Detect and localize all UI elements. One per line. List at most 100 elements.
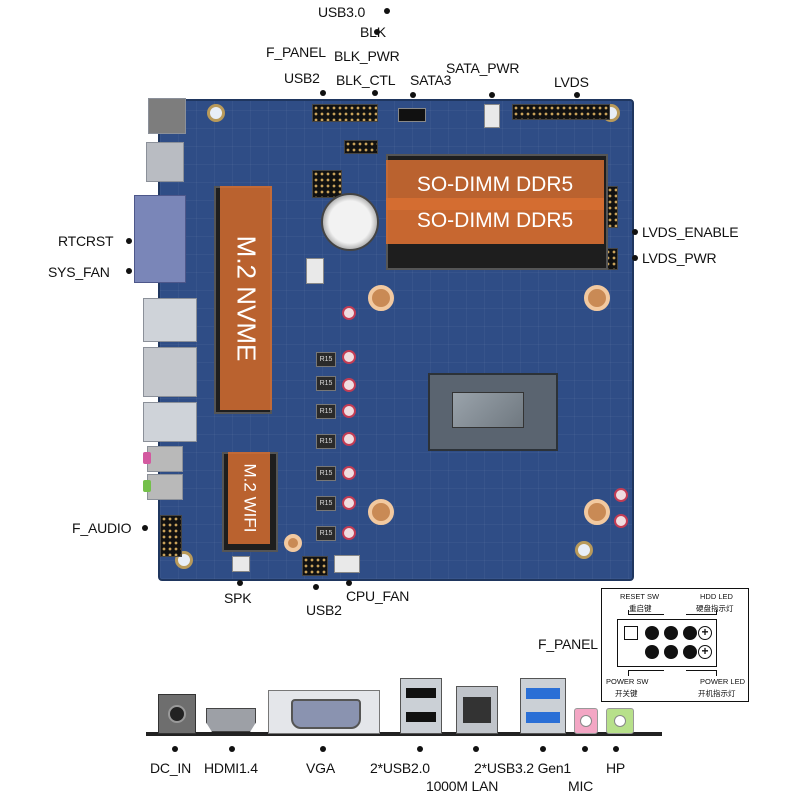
bracket-line xyxy=(628,670,629,676)
m2-wifi-overlay: M.2 WIFI xyxy=(228,452,270,544)
label-hdmi: HDMI1.4 xyxy=(204,760,258,776)
label-usb20: 2*USB2.0 xyxy=(370,760,430,776)
callout-dot xyxy=(372,90,378,96)
lan-port xyxy=(143,347,197,397)
usb-port xyxy=(143,298,197,342)
label-spk: SPK xyxy=(224,590,252,606)
pin xyxy=(683,626,697,640)
choke: R15 xyxy=(316,352,336,367)
f-panel-pinout-box xyxy=(601,588,749,702)
mic-jack-panel xyxy=(574,708,598,734)
label-lvds-pwr: LVDS_PWR xyxy=(642,250,717,266)
label-sata-pwr: SATA_PWR xyxy=(446,60,520,76)
label-usb2-bottom: USB2 xyxy=(306,602,342,618)
bracket-line xyxy=(628,614,664,615)
pin-positive: + xyxy=(698,645,712,659)
callout-dot xyxy=(374,29,380,35)
mounting-hole xyxy=(368,285,394,311)
audio-jack xyxy=(147,446,183,472)
lan-port-panel xyxy=(456,686,498,734)
pin-positive: + xyxy=(698,626,712,640)
choke: R15 xyxy=(316,526,336,541)
sata3-connector xyxy=(398,108,426,122)
bracket-line xyxy=(628,610,629,615)
cmos-battery xyxy=(321,193,379,251)
spk-connector xyxy=(232,556,250,572)
capacitor xyxy=(342,404,356,418)
callout-dot xyxy=(489,92,495,98)
pin xyxy=(664,645,678,659)
usb-port xyxy=(143,402,197,442)
label-dc-in: DC_IN xyxy=(150,760,192,776)
callout-dot xyxy=(346,580,352,586)
bracket-line xyxy=(686,670,716,671)
capacitor xyxy=(342,306,356,320)
label-lan: 1000M LAN xyxy=(426,778,499,794)
hdmi-port xyxy=(146,142,184,182)
label-blk-pwr: BLK_PWR xyxy=(334,48,400,64)
pin xyxy=(683,645,697,659)
label-f-audio: F_AUDIO xyxy=(72,520,132,536)
bracket-line xyxy=(686,614,716,615)
m2-nvme-overlay: M.2 NVME xyxy=(220,186,272,410)
sodimm-overlay-2: SO-DIMM DDR5 xyxy=(386,198,604,244)
io-panel-baseline xyxy=(146,732,662,736)
bracket-line xyxy=(716,610,717,615)
label-blk-ctl: BLK_CTL xyxy=(336,72,396,88)
callout-dot xyxy=(172,746,178,752)
mounting-hole xyxy=(584,285,610,311)
callout-dot xyxy=(320,90,326,96)
lvds-header xyxy=(512,104,610,120)
lvds-jumper xyxy=(606,186,618,228)
label-vga: VGA xyxy=(306,760,335,776)
f-audio-header xyxy=(160,515,182,557)
capacitor xyxy=(342,496,356,510)
hp-jack-color xyxy=(143,480,151,492)
usb2-header xyxy=(344,140,378,154)
callout-dot xyxy=(540,746,546,752)
callout-dot xyxy=(142,525,148,531)
sys-fan-connector xyxy=(306,258,324,284)
capacitor xyxy=(342,350,356,364)
sodimm-label-2: SO-DIMM DDR5 xyxy=(416,209,574,232)
label-mic: MIC xyxy=(568,778,594,794)
choke: R15 xyxy=(316,434,336,449)
sata-pwr-connector xyxy=(484,104,500,128)
choke: R15 xyxy=(316,404,336,419)
mounting-hole xyxy=(368,499,394,525)
callout-dot xyxy=(613,746,619,752)
callout-dot xyxy=(410,92,416,98)
callout-dot xyxy=(229,746,235,752)
sodimm-label-1: SO-DIMM DDR5 xyxy=(416,173,574,196)
callout-dot xyxy=(320,746,326,752)
callout-dot xyxy=(126,238,132,244)
cpu-fan-connector xyxy=(334,555,360,573)
callout-dot xyxy=(632,229,638,235)
capacitor xyxy=(614,514,628,528)
callout-dot xyxy=(582,746,588,752)
mounting-hole xyxy=(207,104,225,122)
m2-nvme-label: M.2 NVME xyxy=(231,235,262,361)
label-f-panel-side: F_PANEL xyxy=(538,636,598,652)
capacitor xyxy=(614,488,628,502)
f-panel-pin-header xyxy=(617,619,717,667)
pin xyxy=(664,626,678,640)
mounting-hole xyxy=(284,534,302,552)
f-panel-header xyxy=(312,170,342,198)
callout-dot xyxy=(126,268,132,274)
m2-wifi-label: M.2 WIFI xyxy=(240,463,260,533)
fp-hdd-led-cn: 硬盘指示灯 xyxy=(696,604,734,613)
fp-hdd-led: HDD LED xyxy=(700,592,733,601)
fp-power-sw-cn: 开关键 xyxy=(615,689,638,698)
choke: R15 xyxy=(316,376,336,391)
label-rtcrst: RTCRST xyxy=(58,233,114,249)
callout-dot xyxy=(417,746,423,752)
mounting-hole xyxy=(575,541,593,559)
fp-reset-sw: RESET SW xyxy=(620,592,660,601)
callout-dot xyxy=(632,255,638,261)
choke: R15 xyxy=(316,496,336,511)
dc-jack xyxy=(148,98,186,134)
capacitor xyxy=(342,378,356,392)
fp-power-led-cn: 开机指示灯 xyxy=(698,689,736,698)
label-f-panel-top: F_PANEL xyxy=(266,44,326,60)
